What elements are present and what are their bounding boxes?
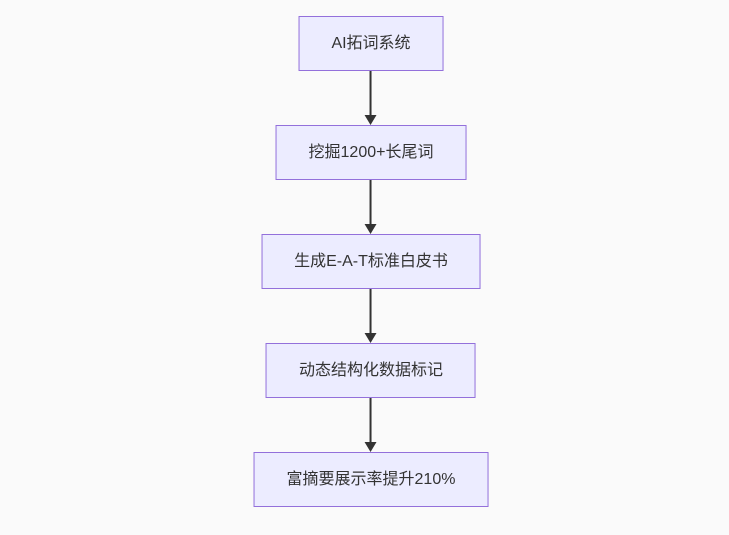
flow-node-ai-keyword-system: AI拓词系统 <box>298 16 444 71</box>
arrowhead-icon <box>365 333 377 343</box>
flow-node-structured-data: 动态结构化数据标记 <box>265 343 476 398</box>
arrow-down <box>365 398 377 452</box>
flowchart: AI拓词系统 挖掘1200+长尾词 生成E-A-T标准白皮书 动态结构化数据标记 <box>253 16 489 507</box>
flow-node-label: 生成E-A-T标准白皮书 <box>294 253 448 270</box>
flow-node-label: 富摘要展示率提升210% <box>286 471 456 488</box>
arrowhead-icon <box>365 224 377 234</box>
arrow-down <box>365 71 377 125</box>
arrow-line <box>370 398 372 442</box>
flow-node-rich-snippet-result: 富摘要展示率提升210% <box>253 452 489 507</box>
arrowhead-icon <box>365 442 377 452</box>
flow-node-label: 动态结构化数据标记 <box>298 362 443 379</box>
arrow-down <box>365 180 377 234</box>
arrowhead-icon <box>365 115 377 125</box>
flow-node-longtail-mining: 挖掘1200+长尾词 <box>275 125 467 180</box>
flow-node-eat-whitepaper: 生成E-A-T标准白皮书 <box>261 234 481 289</box>
flow-node-label: AI拓词系统 <box>331 35 411 52</box>
arrow-line <box>370 71 372 115</box>
arrow-line <box>370 180 372 224</box>
flow-node-label: 挖掘1200+长尾词 <box>308 144 434 161</box>
arrow-line <box>370 289 372 333</box>
arrow-down <box>365 289 377 343</box>
